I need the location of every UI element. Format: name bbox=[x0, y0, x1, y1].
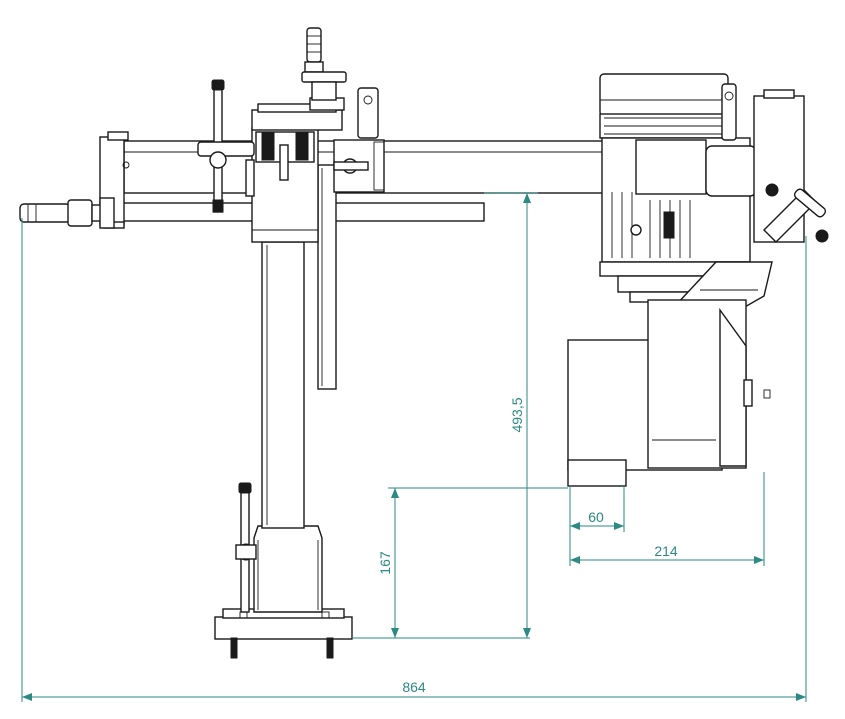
dimension-overall-width: 864 bbox=[21, 218, 807, 702]
arm-lock-lever-left[interactable] bbox=[197, 79, 255, 213]
dim-label-60: 60 bbox=[588, 509, 604, 525]
arm-clamp bbox=[333, 87, 385, 193]
column-lock-lever bbox=[235, 482, 257, 613]
dim-label-214: 214 bbox=[654, 543, 678, 559]
column-housing bbox=[253, 525, 323, 613]
dimension-offset-214: 214 bbox=[569, 472, 765, 566]
dim-label-864: 864 bbox=[402, 679, 426, 695]
top-clamp-block bbox=[251, 97, 345, 131]
column-tube bbox=[261, 241, 305, 529]
motor-mount bbox=[635, 83, 757, 197]
dimension-arm-height: 493,5 bbox=[352, 192, 538, 639]
dimension-base-height: 167 bbox=[377, 487, 568, 638]
vertical-slide-bar bbox=[317, 164, 337, 390]
dim-label-167: 167 bbox=[377, 551, 393, 575]
height-adjust-handle[interactable] bbox=[301, 27, 347, 101]
dim-label-493-5: 493,5 bbox=[509, 397, 525, 432]
tilt-knob[interactable] bbox=[763, 183, 829, 243]
dimension-offset-60: 60 bbox=[569, 486, 625, 532]
roller-housing bbox=[567, 299, 771, 487]
column-head bbox=[245, 127, 319, 243]
base-plate bbox=[214, 608, 353, 659]
handwheel-crank[interactable] bbox=[19, 197, 115, 229]
